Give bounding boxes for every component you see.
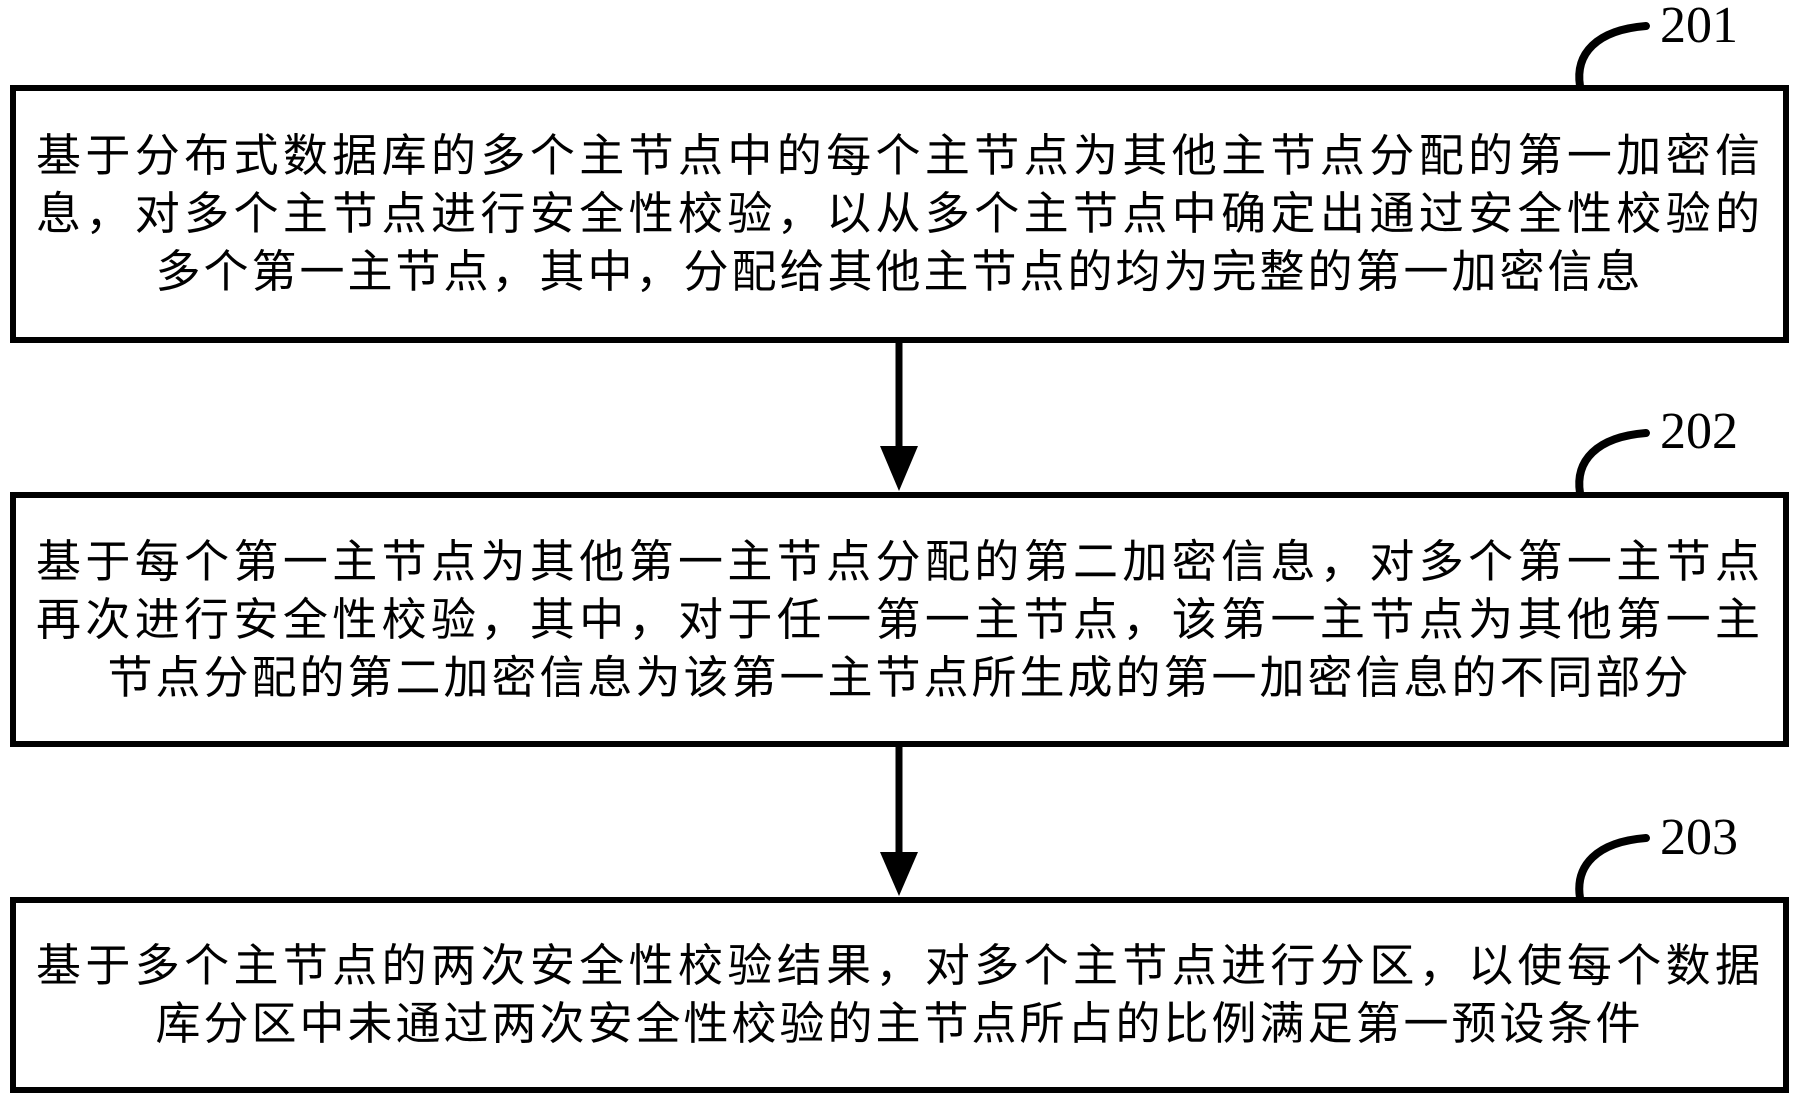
flow-arrow-2: [880, 747, 918, 896]
step-202-text-line-3: 节点分配的第二加密信息为该第一主节点所生成的第一加密信息的不同部分: [107, 652, 1692, 703]
step-number-201: 201: [1660, 0, 1738, 54]
step-201-text-line-1: 基于分布式数据库的多个主节点中的每个主节点为其他主节点分配的第一加密信: [36, 131, 1763, 181]
step-202-text-line-2: 再次进行安全性校验，其中，对于任一第一主节点，该第一主节点为其他第一主: [36, 594, 1763, 645]
step-203-text-line-1: 基于多个主节点的两次安全性校验结果，对多个主节点进行分区，以使每个数据: [36, 941, 1763, 991]
step-202-text-line-1: 基于每个第一主节点为其他第一主节点分配的第二加密信息，对多个第一主节点: [36, 536, 1763, 587]
leader-curve-201: [1575, 22, 1650, 90]
step-201-text-line-3: 多个第一主节点，其中，分配给其他主节点的均为完整的第一加密信息: [155, 247, 1644, 297]
step-number-203: 203: [1660, 809, 1738, 866]
step-203-text-line-2: 库分区中未通过两次安全性校验的主节点所占的比例满足第一预设条件: [155, 999, 1644, 1049]
step-number-202: 202: [1660, 403, 1738, 460]
flow-step-box-201: 基于分布式数据库的多个主节点中的每个主节点为其他主节点分配的第一加密信 息，对多…: [10, 85, 1789, 343]
leader-curve-202: [1575, 429, 1650, 497]
leader-curve-203: [1575, 834, 1650, 902]
flow-arrow-1: [880, 343, 918, 491]
flow-step-box-203: 基于多个主节点的两次安全性校验结果，对多个主节点进行分区，以使每个数据 库分区中…: [10, 897, 1789, 1093]
flow-step-box-202: 基于每个第一主节点为其他第一主节点分配的第二加密信息，对多个第一主节点 再次进行…: [10, 492, 1789, 747]
step-201-text-line-2: 息，对多个主节点进行安全性校验，以从多个主节点中确定出通过安全性校验的: [36, 189, 1763, 239]
